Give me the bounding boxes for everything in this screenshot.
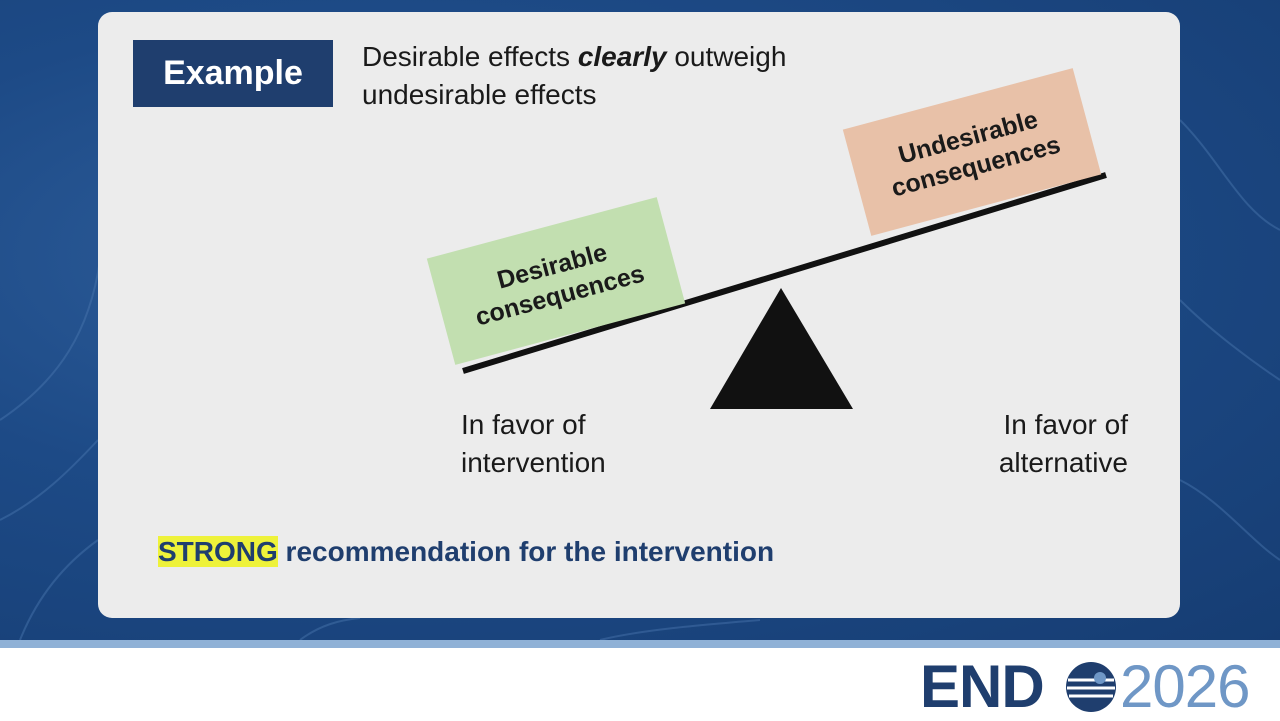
favor-intervention-label: In favor of intervention xyxy=(461,409,606,478)
logo-word: END xyxy=(920,653,1045,720)
scale-beam xyxy=(462,172,1107,374)
globe-icon xyxy=(1066,662,1116,712)
footer-stripe xyxy=(0,640,1280,648)
background-vein-pattern xyxy=(0,119,1280,640)
recommendation-highlight: STRONG xyxy=(158,536,278,567)
example-badge: Example xyxy=(133,40,333,107)
favor-alternative-label: In favor of alternative xyxy=(998,409,1128,478)
recommendation: STRONG recommendation for the interventi… xyxy=(158,536,774,568)
logo-year: 2026 xyxy=(1120,653,1250,720)
scale-fulcrum xyxy=(710,288,853,409)
headline-text-1: Desirable effects xyxy=(362,41,578,72)
footer-divider xyxy=(0,648,1280,652)
recommendation-text: recommendation for the intervention xyxy=(277,536,775,567)
headline-emphasis: clearly xyxy=(577,41,667,72)
headline-text-2: outweigh undesirable effects xyxy=(362,41,787,110)
headline: Desirable effects clearly outweigh undes… xyxy=(362,38,922,114)
